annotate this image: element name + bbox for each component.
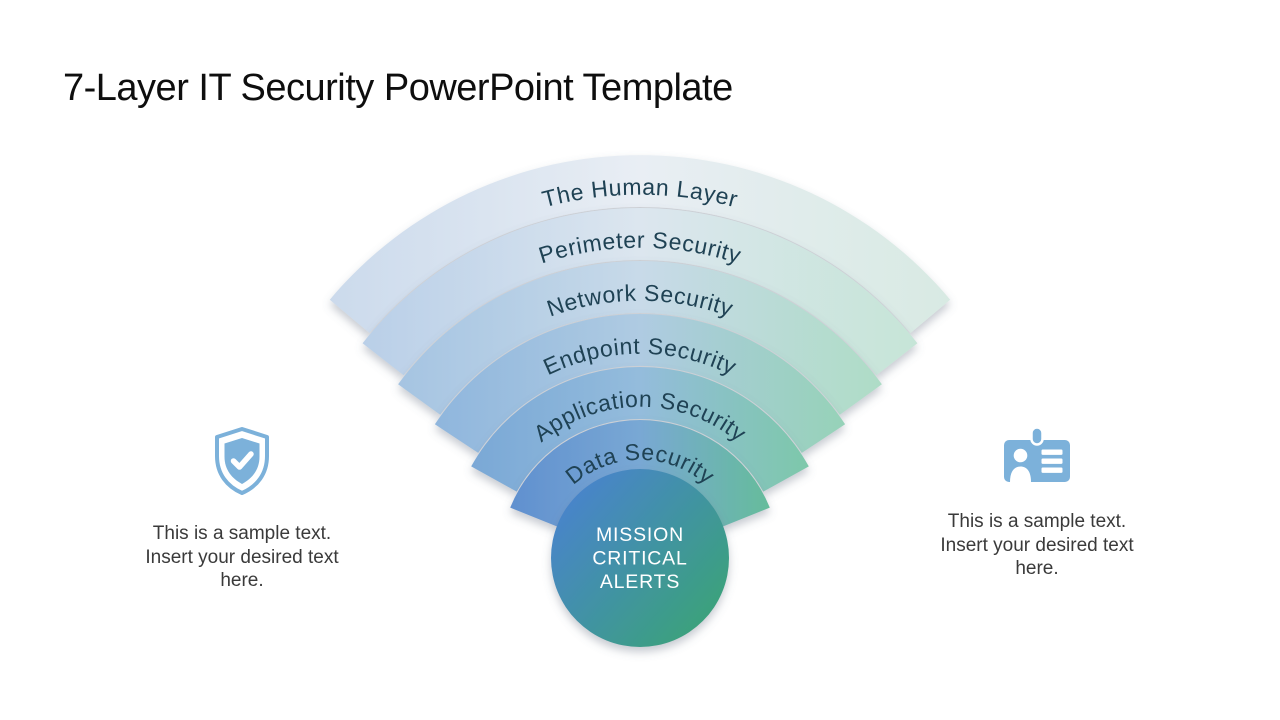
right-callout-line: Insert your desired text: [940, 534, 1134, 556]
mission-critical-circle[interactable]: [551, 469, 729, 647]
mission-critical-label: MISSION CRITICAL ALERTS: [592, 524, 687, 593]
right-callout-text: This is a sample text. Insert your desir…: [905, 510, 1169, 581]
left-callout-line: here.: [220, 570, 264, 591]
id-badge-icon[interactable]: [1004, 426, 1070, 484]
page-title: 7-Layer IT Security PowerPoint Template: [63, 67, 733, 110]
right-callout-line: here.: [1015, 558, 1059, 579]
left-callout-line: Insert your desired text: [145, 546, 339, 568]
left-callout: This is a sample text. Insert your desir…: [110, 426, 374, 593]
right-callout: This is a sample text. Insert your desir…: [905, 426, 1169, 581]
left-callout-text: This is a sample text. Insert your desir…: [110, 522, 374, 593]
layer-arc-endpoint[interactable]: [434, 314, 846, 453]
svg-text:ALERTS: ALERTS: [600, 571, 680, 593]
left-callout-line: This is a sample text.: [152, 523, 332, 544]
right-callout-line: This is a sample text.: [947, 511, 1127, 532]
layer-arc-application[interactable]: [471, 366, 809, 492]
layer-arc-network[interactable]: [398, 261, 882, 415]
shield-check-icon[interactable]: [210, 426, 274, 496]
svg-text:MISSION: MISSION: [596, 524, 684, 546]
svg-text:CRITICAL: CRITICAL: [592, 548, 687, 570]
layer-arc-perimeter[interactable]: [362, 207, 918, 376]
layer-arc-human[interactable]: [329, 155, 951, 334]
